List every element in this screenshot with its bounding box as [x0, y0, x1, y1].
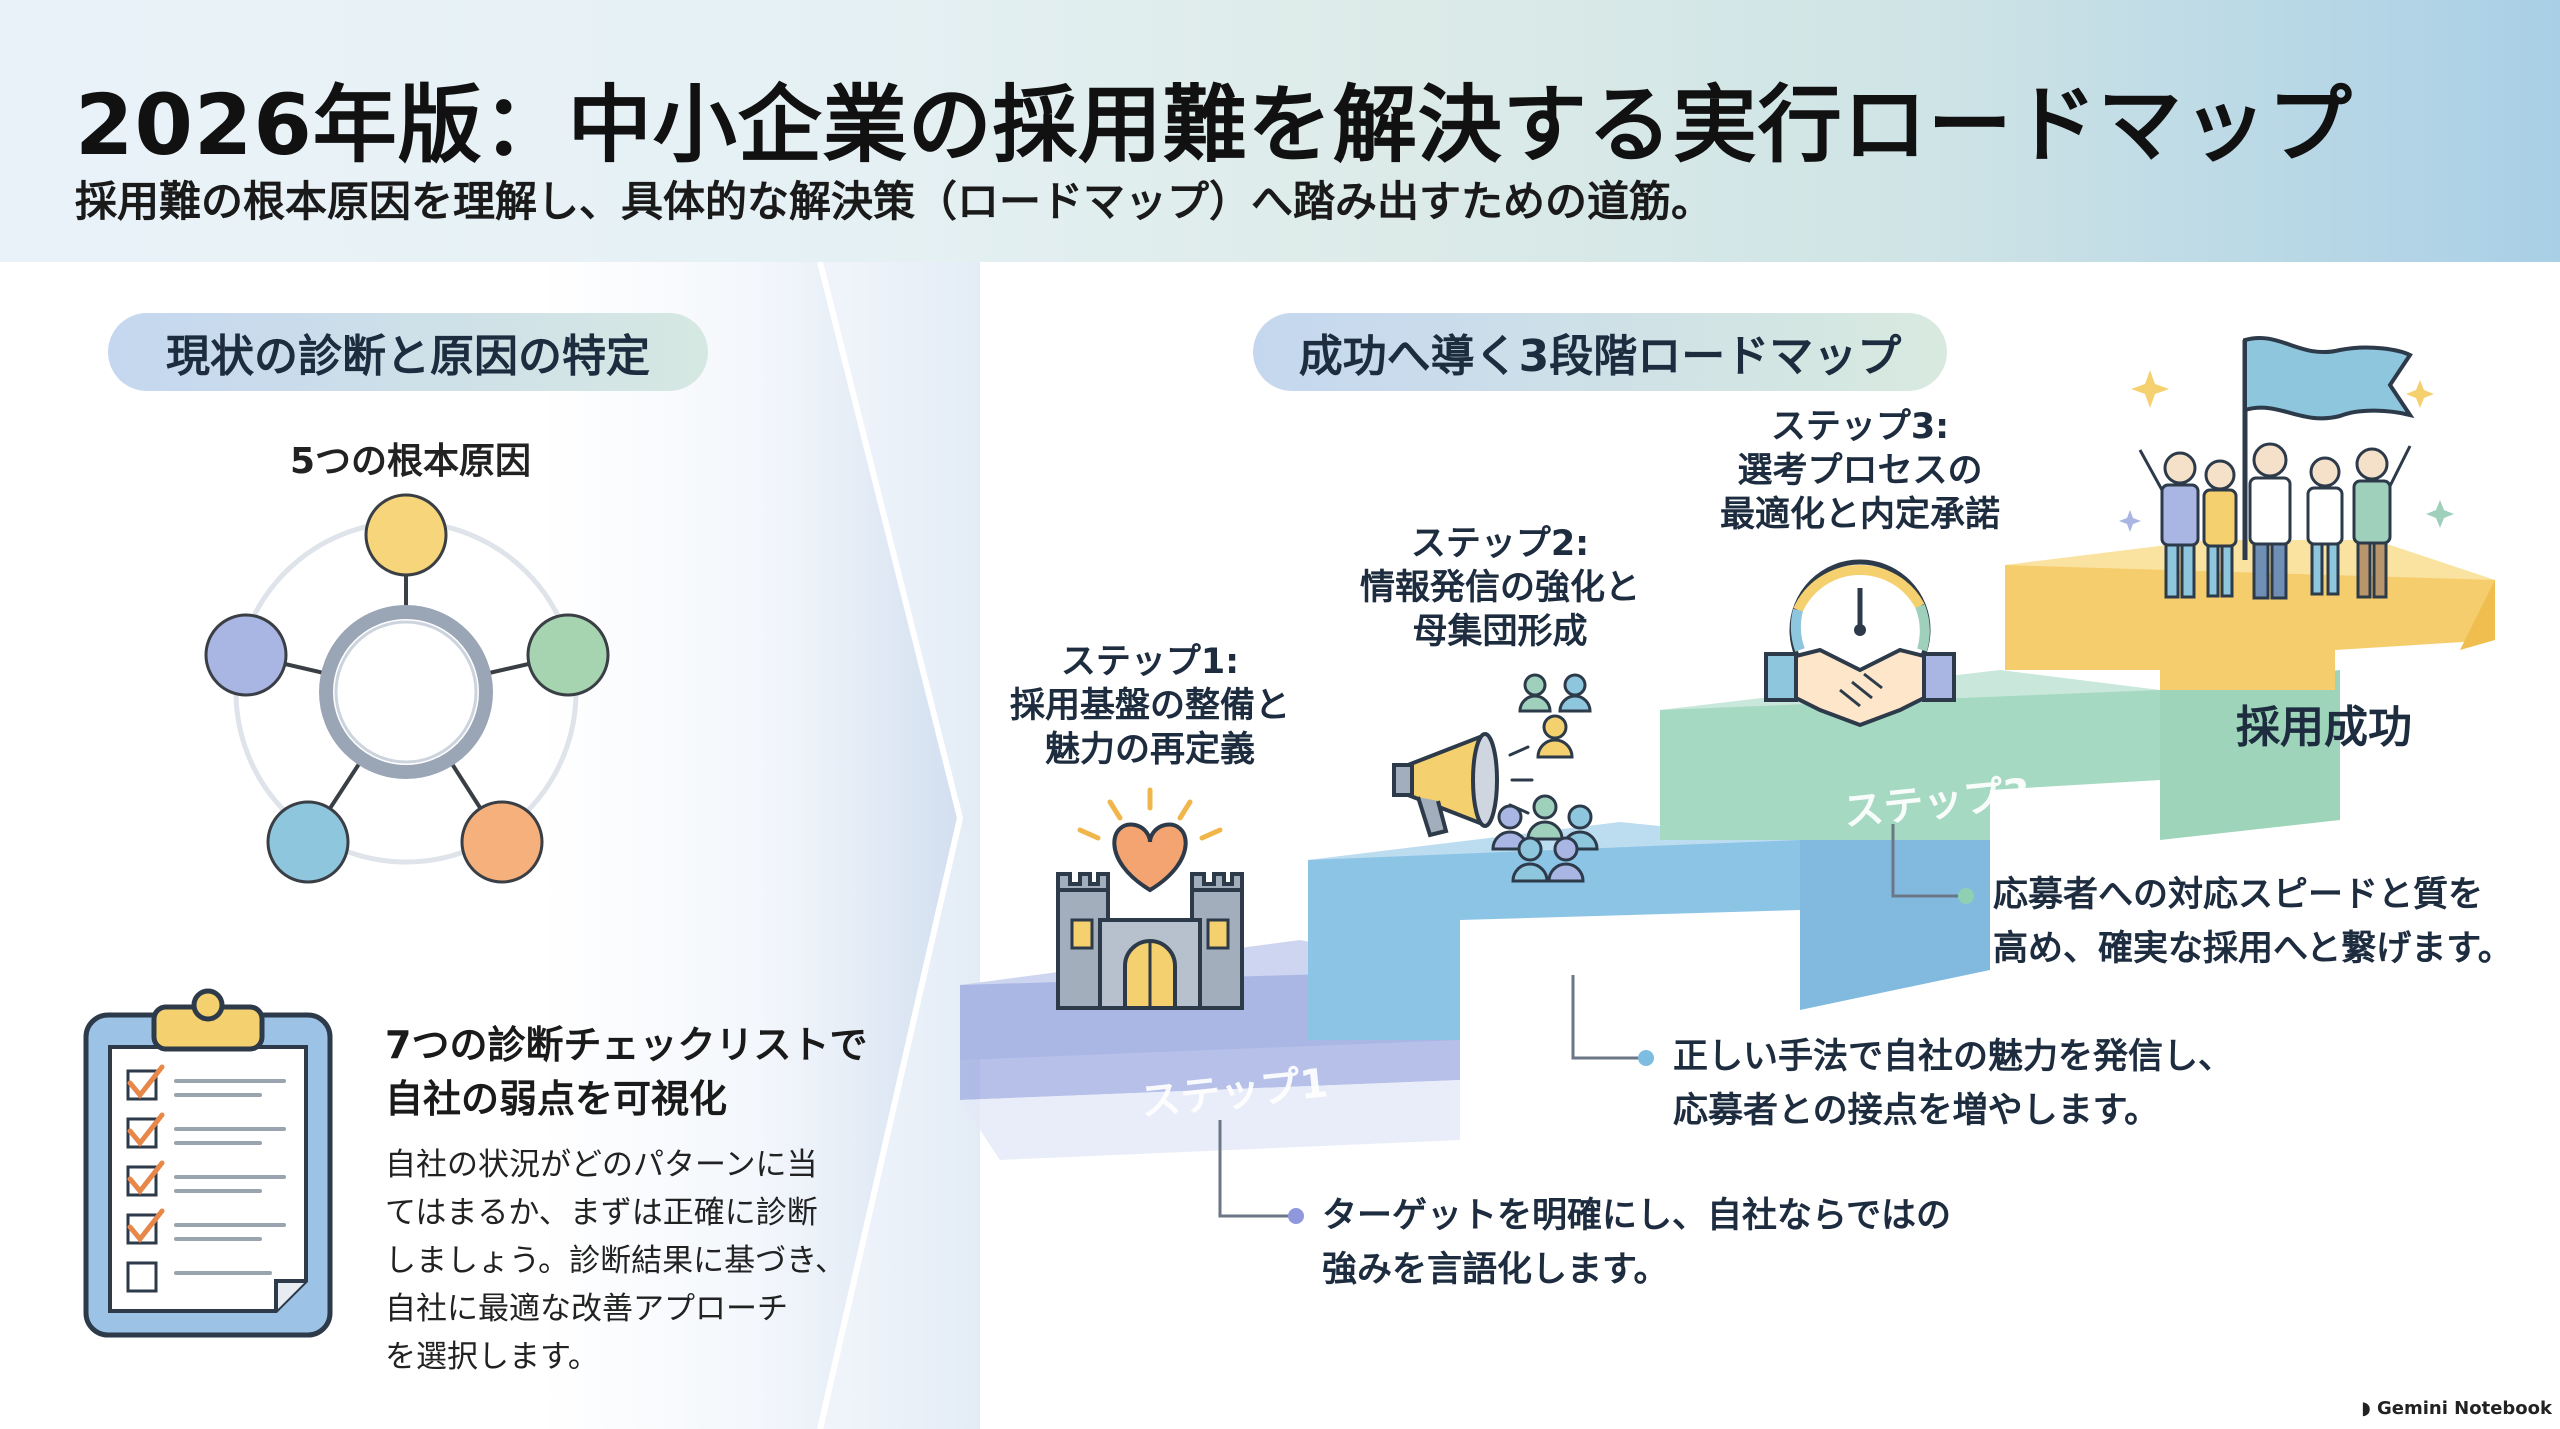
diagnosis-title-line-2: 自社の弱点を可視化: [385, 1077, 728, 1121]
step-2-label-line: 母集団形成: [1412, 612, 1588, 652]
diagnosis-body-line: 自社に最適な改善アプローチ: [385, 1291, 788, 1327]
header-banner: [0, 0, 2560, 262]
cause-node-1: [364, 493, 448, 577]
bullet-dot: [1288, 1208, 1304, 1224]
step-3-label-line: 最適化と内定承諾: [1719, 495, 2000, 535]
success-label: 採用成功: [2236, 702, 2412, 753]
megaphone-people-icon: [1392, 673, 1599, 883]
step-3-label: ステップ3: 選考プロセスの 最適化と内定承諾: [1700, 405, 2020, 537]
sparkle-icon: [2119, 510, 2141, 532]
step-2-description-line: 正しい手法で自社の魅力を発信し、: [1673, 1037, 2234, 1077]
gemini-logo-icon: ◗: [2361, 1398, 2377, 1419]
clipboard-checklist-icon: [83, 988, 333, 1338]
page-subtitle: 採用難の根本原因を理解し、具体的な解決策（ロードマップ）へ踏み出すための道筋。: [75, 177, 1714, 226]
section-pill-roadmap: 成功へ導く3段階ロードマップ: [1253, 313, 1947, 391]
step-3-description: 応募者への対応スピードと質を 高め、確実な採用へと繋げます。: [1993, 868, 2513, 976]
section-pill-diagnosis: 現状の診断と原因の特定: [108, 313, 708, 391]
cause-node-2: [526, 613, 610, 697]
stair-step-3-side: [2160, 670, 2340, 840]
diagnosis-body-line: てはまるか、まずは正確に診断: [385, 1195, 818, 1231]
step-1-description-line: ターゲットを明確にし、自社ならではの: [1322, 1196, 1951, 1236]
step-2-label-line: ステップ2:: [1410, 524, 1590, 564]
step-1-description-line: 強みを言語化します。: [1322, 1250, 1669, 1290]
diagnosis-body-line: 自社の状況がどのパターンに当: [385, 1147, 818, 1183]
bullet-dot: [1958, 888, 1974, 904]
clock-handshake-icon: [1764, 559, 1956, 728]
stair-step-2-side: [1800, 820, 1990, 1010]
footer-brand: ◗ Gemini Notebook: [2361, 1398, 2552, 1419]
step-1-description: ターゲットを明確にし、自社ならではの 強みを言語化します。: [1322, 1189, 1951, 1297]
step-3-label-line: ステップ3:: [1770, 407, 1950, 447]
stair-step-3-front: [1660, 690, 2160, 840]
sparkle-icon: [2406, 380, 2434, 408]
stair-step-1-shadow: [960, 1080, 1460, 1160]
root-causes-diagram: [204, 493, 610, 884]
chevron-divider: [760, 262, 964, 1429]
step-1-label-line: 採用基盤の整備と: [1009, 686, 1290, 726]
step-1-label: ステップ1: 採用基盤の整備と 魅力の再定義: [1000, 640, 1300, 772]
stair-step-2-front: [1308, 840, 1800, 1040]
step-3-description-line: 応募者への対応スピードと質を: [1993, 875, 2484, 915]
cause-node-4: [266, 800, 350, 884]
step-3-description-line: 高め、確実な採用へと繋げます。: [1993, 929, 2513, 969]
cause-node-5: [204, 613, 288, 697]
success-team-flag-icon: [2119, 336, 2454, 600]
sparkle-icon: [2131, 370, 2169, 408]
diagnosis-body-line: を選択します。: [385, 1339, 599, 1375]
step-2-label-line: 情報発信の強化と: [1359, 568, 1640, 608]
flag-icon: [2243, 336, 2415, 421]
step-connectors: [1218, 824, 1974, 1224]
diagnosis-body: 自社の状況がどのパターンに当 てはまるか、まずは正確に診断 しましょう。診断結果…: [385, 1141, 846, 1381]
center-hub: [319, 605, 493, 779]
footer-brand-text: Gemini Notebook: [2377, 1398, 2552, 1419]
cause-node-3: [460, 800, 544, 884]
diagnosis-title-line-1: 7つの診断チェックリストで: [385, 1023, 868, 1067]
diagnosis-title: 7つの診断チェックリストで 自社の弱点を可視化: [385, 1018, 867, 1126]
step-2-description-line: 応募者との接点を増やします。: [1673, 1091, 2160, 1131]
step-1-label-line: ステップ1:: [1060, 642, 1240, 682]
page-title: 2026年版：中小企業の採用難を解決する実行ロードマップ: [75, 76, 2353, 174]
step-2-description: 正しい手法で自社の魅力を発信し、 応募者との接点を増やします。: [1673, 1030, 2233, 1138]
root-causes-label: 5つの根本原因: [290, 441, 532, 482]
sparkle-icon: [2426, 500, 2454, 528]
stair-success-side: [2460, 580, 2495, 650]
step-2-label: ステップ2: 情報発信の強化と 母集団形成: [1340, 522, 1660, 654]
diagnosis-body-line: しましょう。診断結果に基づき、: [385, 1243, 846, 1279]
step-3-label-line: 選考プロセスの: [1737, 451, 1983, 491]
step-1-label-line: 魅力の再定義: [1044, 730, 1255, 770]
bullet-dot: [1638, 1050, 1654, 1066]
castle-heart-icon: [1056, 787, 1244, 1010]
